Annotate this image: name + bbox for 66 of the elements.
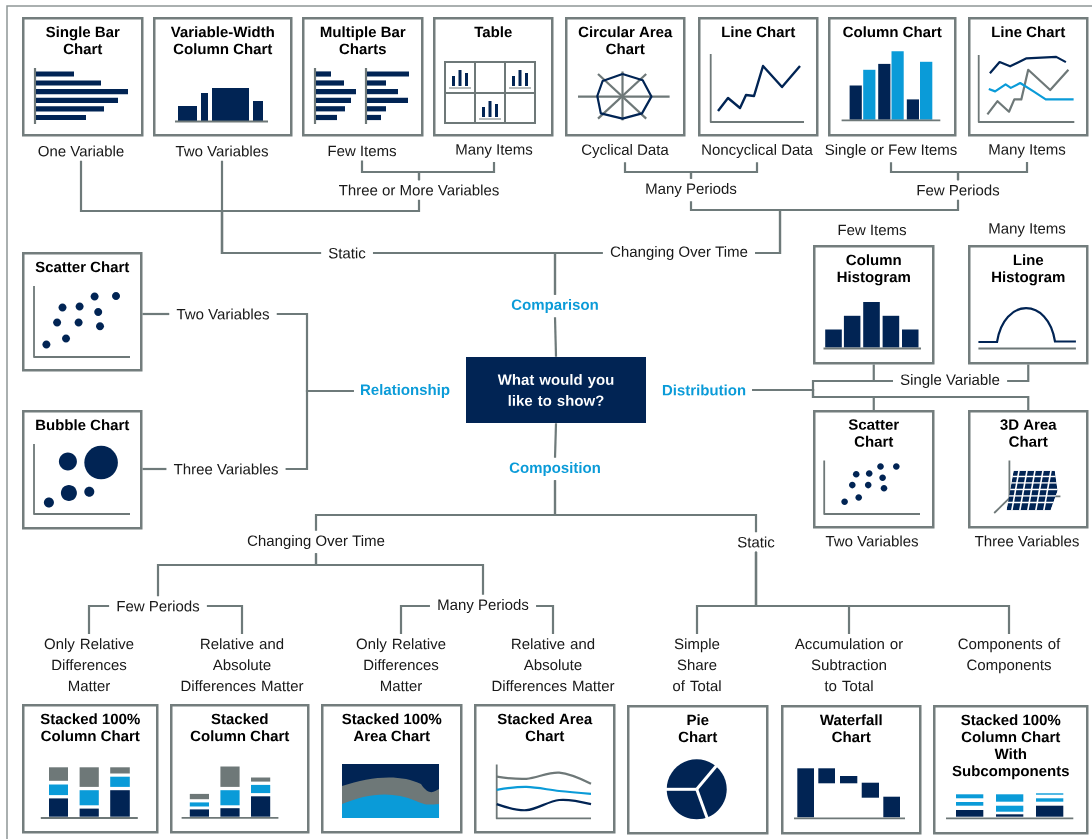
category-label: Cyclical Data [582,144,669,158]
connector-line [553,480,758,533]
category-label: Static [737,536,775,548]
connector-line [142,312,170,316]
connector-line [314,553,485,595]
branch-label: Composition [509,462,600,476]
connector-line [553,251,603,295]
connector-line [399,604,430,634]
category-label: Many Items [456,144,533,158]
chart-caption: Few Items [838,224,907,236]
category-label: Noncyclical Data [702,144,813,158]
category-label: Single or Few Items [825,144,957,158]
connector-line [956,161,1029,181]
connector-line [872,364,893,383]
connector-line [553,423,558,458]
connector-line [752,388,1030,410]
connector-line [206,604,244,634]
chart-card: Stacked Area Chart [474,704,616,834]
connector-line [417,161,496,181]
connector-line [754,551,1011,634]
connector-line [536,604,555,634]
category-label: Many Items [989,144,1066,158]
category-label: Two Variables [176,308,269,320]
category-label: Simple Share of Total [673,638,721,692]
category-label: Relative and Absolute Differences Matter [492,638,615,692]
chart-card: Stacked 100% Column Chart With Subcomponents [933,705,1089,835]
category-label: Static [328,247,366,259]
category-label: Only Relative Differences Matter [44,638,134,692]
category-label: One Variable [38,145,124,157]
branch-label: Relationship [361,384,450,398]
category-label: Few Items [328,145,397,157]
category-label: Many Periods [438,599,529,613]
chart-caption: Two Variables [825,535,918,547]
connector-line [87,604,110,634]
category-label: Three or More Variables [339,184,499,196]
chart-card: Circular Area Chart [565,17,686,137]
connector-line [220,199,421,255]
question-box: What would you like to show? [466,357,646,423]
connector-line [553,317,558,357]
connector-line [285,389,354,471]
category-label: Components of Components [958,638,1061,674]
category-label: Changing Over Time [247,535,385,549]
connector-line [689,162,759,179]
chart-caption: Many Items [989,223,1066,237]
category-label: Many Periods [646,183,737,197]
category-label: Few Periods [117,600,200,612]
branch-label: Distribution [662,384,746,396]
category-label: Changing Over Time [610,246,748,260]
category-label: Three Variables [173,463,278,475]
category-label: Two Variables [175,145,268,157]
chart-card: Scatter Chart [22,252,143,372]
category-label: Single Variable [900,374,1000,388]
category-label: Relative and Absolute Differences Matter [181,638,304,692]
chart-card: Line Chart [698,17,819,137]
chart-caption: Three Variables [974,535,1079,547]
chart-card: Line Chart [968,17,1089,137]
chart-card: Scatter Chart [813,410,935,529]
category-label: Few Periods [917,184,1000,196]
connector-line [1007,364,1030,383]
category-label: Only Relative Differences Matter [356,638,446,692]
category-label: Accumulation or Subtraction to Total [794,638,903,692]
chart-card: Table [433,17,554,137]
connector-line [755,199,960,255]
chart-card: Line Histogram [968,245,1089,365]
branch-label: Comparison [511,299,598,313]
connector-line [142,467,167,471]
